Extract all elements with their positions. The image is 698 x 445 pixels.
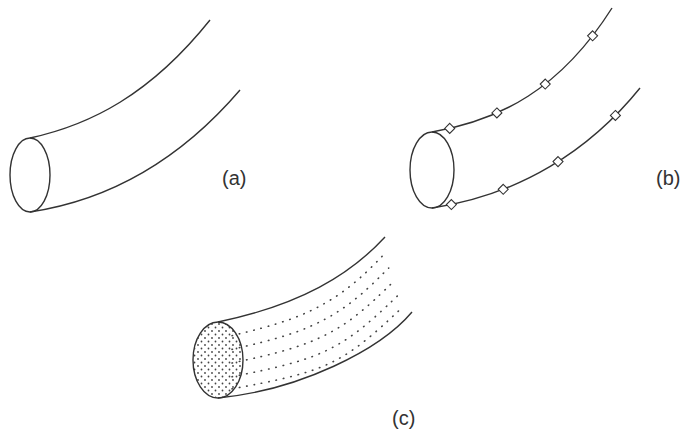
tube-wall xyxy=(432,8,612,132)
node-marker xyxy=(553,157,563,167)
particle-line xyxy=(232,268,389,349)
node-marker xyxy=(446,200,456,210)
node-marker xyxy=(588,31,598,41)
particle-line xyxy=(232,307,403,389)
figure-label: (a) xyxy=(222,168,246,188)
node-marker xyxy=(540,79,550,89)
node-marker xyxy=(610,110,620,120)
tube-wall xyxy=(218,237,385,322)
particle-line xyxy=(232,255,384,336)
tube-wall xyxy=(218,312,412,398)
node-marker xyxy=(445,123,455,133)
tube-wall xyxy=(30,20,210,138)
figure-label: (c) xyxy=(392,408,415,428)
node-marker xyxy=(498,184,508,194)
tube-wall xyxy=(30,90,240,212)
tube-wall xyxy=(432,88,640,208)
tube-end xyxy=(10,138,50,212)
figure-label: (b) xyxy=(656,168,680,188)
tube-end xyxy=(193,322,243,398)
tube-end xyxy=(410,132,454,208)
node-marker xyxy=(492,108,502,118)
particle-line xyxy=(232,295,398,377)
